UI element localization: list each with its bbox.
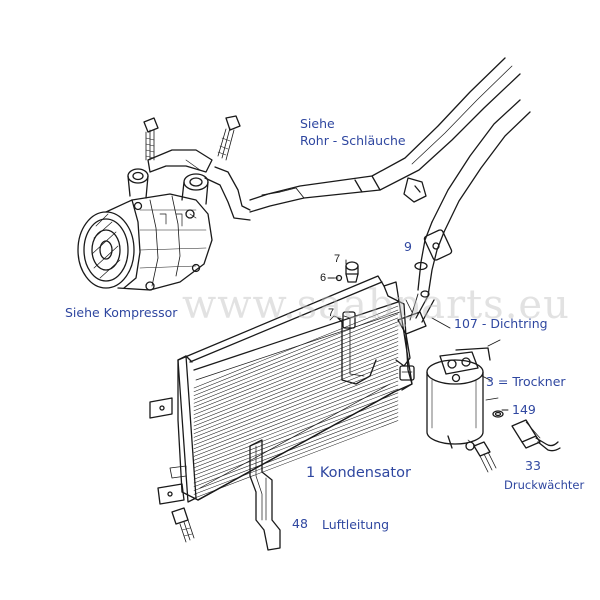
condenser-tube-line	[193, 349, 399, 431]
label-part-9: 9	[404, 239, 412, 254]
label-dryer: 3 = Trockner	[486, 374, 566, 389]
condenser-tube-line	[193, 317, 399, 400]
drier	[426, 347, 499, 473]
label-pressure-switch: Druckwächter	[504, 478, 585, 492]
compressor-bolts	[143, 115, 241, 161]
condenser-tube-line	[193, 361, 399, 442]
condenser-tube-line	[193, 400, 399, 480]
label-air-duct-number: 48	[292, 516, 308, 531]
air-duct	[249, 439, 281, 551]
pressure-switch	[492, 410, 561, 452]
condenser-tube-line	[193, 313, 399, 396]
watermark: www.saabparts.eu	[182, 282, 570, 328]
condenser-tube-line	[193, 321, 399, 404]
condenser-tube-line	[193, 357, 399, 438]
label-see-hoses-line1: Siehe	[300, 116, 335, 131]
condenser	[149, 261, 435, 505]
condenser-tube-line	[193, 345, 399, 427]
condenser-bolt	[171, 507, 195, 543]
label-oring: 149	[512, 402, 536, 417]
condenser-tube-line	[193, 396, 399, 476]
label-condenser: 1 Kondensator	[306, 465, 411, 481]
label-air-duct: Luftleitung	[322, 517, 390, 532]
condenser-tube-line	[193, 420, 399, 499]
condenser-tube-line	[193, 376, 399, 457]
condenser-tube-line	[193, 325, 399, 408]
condenser-tube-line	[193, 364, 399, 446]
callout-7-upper: 7	[334, 253, 341, 265]
condenser-tube-line	[193, 404, 399, 484]
condenser-tube-line	[193, 309, 399, 393]
label-see-hoses-line2: Rohr - Schläuche	[300, 133, 406, 148]
condenser-tube-line	[193, 416, 399, 495]
condenser-tube-line	[193, 368, 399, 450]
condenser-tube-line	[193, 305, 399, 389]
compressor	[77, 149, 213, 291]
condenser-tube-line	[193, 372, 399, 453]
condenser-tube-line	[193, 353, 399, 434]
condenser-tube-line	[193, 341, 399, 423]
condenser-tube-line	[193, 329, 399, 412]
leader-lines	[327, 259, 509, 411]
callout-7-lower: 7	[328, 307, 335, 319]
condenser-tube-line	[193, 388, 399, 469]
refrigerant-pipes	[204, 57, 531, 298]
label-pressure-switch-number: 33	[525, 458, 541, 473]
condenser-tube-line	[193, 333, 399, 415]
condenser-tube-line	[193, 408, 399, 488]
condenser-tube-line	[193, 337, 399, 419]
condenser-tube-line	[193, 380, 399, 461]
label-seal: 107 - Dichtring	[454, 316, 548, 331]
callout-6: 6	[320, 272, 327, 284]
condenser-tube-line	[193, 412, 399, 491]
condenser-tube-line	[193, 392, 399, 472]
label-see-compressor: Siehe Kompressor	[65, 305, 178, 320]
